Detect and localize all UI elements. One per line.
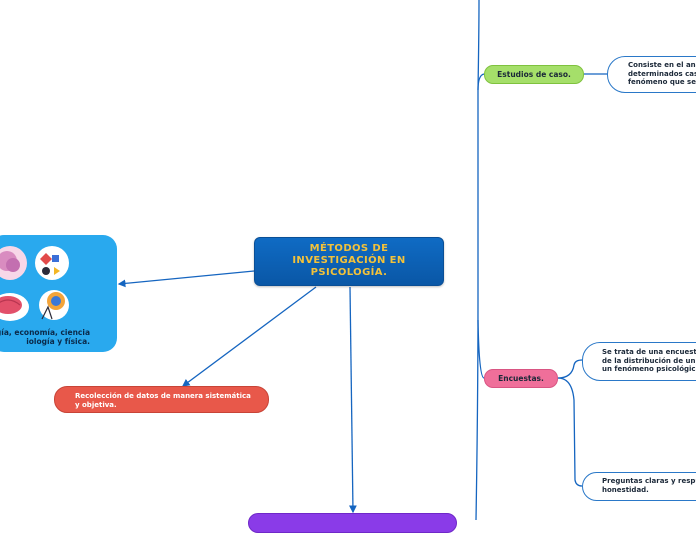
data-collection-node[interactable]: Recolección de datos de manera sistemáti…	[54, 386, 269, 413]
connector-surveys-to-leaf2	[558, 378, 582, 486]
connector-spine-to-surveys	[478, 320, 484, 378]
purple-topic-node[interactable]	[248, 513, 457, 533]
connector-spine-to-case	[478, 74, 484, 90]
image-card[interactable]: ogía, economía, ciencia iología y física…	[0, 235, 117, 352]
image-card-caption: ogía, economía, ciencia iología y física…	[0, 328, 90, 346]
case-studies-description[interactable]: Consiste en el ana determinados cas fenó…	[607, 56, 696, 93]
connector-central-to-purple	[350, 287, 353, 512]
psychology-illustration	[0, 241, 80, 325]
surveys-label: Encuestas.	[498, 374, 544, 383]
central-topic[interactable]: MÉTODOS DE INVESTIGACIÓN EN PSICOLOGÍA.	[254, 237, 444, 286]
surveys-node[interactable]: Encuestas.	[484, 369, 558, 388]
connector-central-to-image	[119, 271, 254, 284]
case-studies-label: Estudios de caso.	[497, 70, 571, 79]
case-studies-node[interactable]: Estudios de caso.	[484, 65, 584, 84]
surveys-questions-note[interactable]: Preguntas claras y respu honestidad.	[582, 472, 696, 501]
surveys-description[interactable]: Se trata de una encuesta de la distribuc…	[582, 342, 696, 381]
central-topic-title: MÉTODOS DE INVESTIGACIÓN EN PSICOLOGÍA.	[284, 243, 414, 279]
main-spine	[476, 0, 479, 520]
connector-surveys-to-leaf1	[558, 360, 582, 378]
connector-central-to-red	[183, 287, 316, 386]
